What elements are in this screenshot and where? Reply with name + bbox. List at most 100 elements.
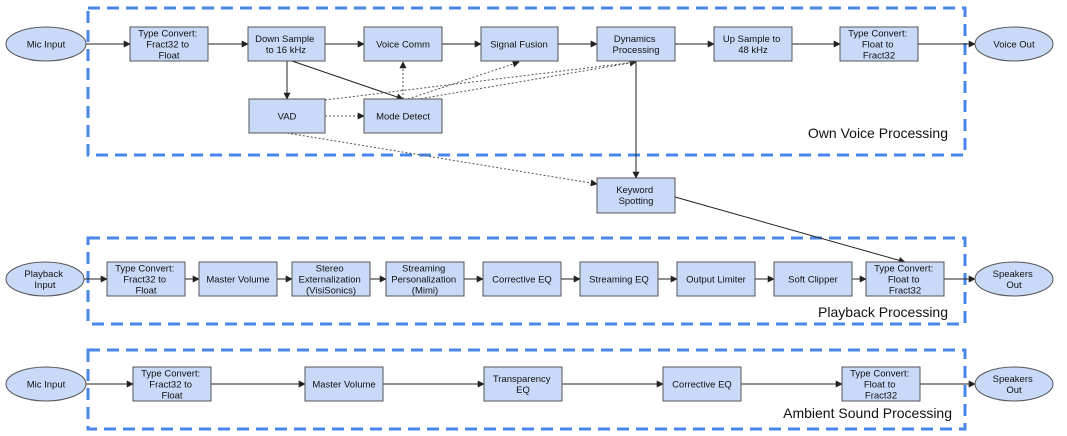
node-soft-clipper: Soft Clipper bbox=[773, 261, 853, 297]
node-playback-corrective-eq: Corrective EQ bbox=[482, 261, 562, 297]
node-pb-speakers-line-2: Out bbox=[1006, 280, 1022, 291]
svg-text:Dynamics Processing: Dynamics Processing bbox=[613, 34, 660, 56]
node-amb-speakers-line-2: Out bbox=[1006, 385, 1022, 396]
svg-text:Type Convert: Float to: Type Convert: Float to Fract32 bbox=[874, 264, 936, 297]
node-dynamics-line-1: Dynamics bbox=[614, 34, 656, 45]
node-ambient-speakers-out: Speakers Out bbox=[974, 366, 1054, 402]
node-playback-type-convert-out: Type Convert: Float to Fract32 bbox=[865, 261, 945, 297]
svg-text:Type Convert: Fract32 to: Type Convert: Fract32 to Float bbox=[141, 369, 203, 402]
node-amb-convert-in-line-1: Type Convert: bbox=[141, 369, 200, 380]
svg-text:Stereo Externalization: Stereo Externalization (VisiSonics) bbox=[299, 264, 364, 297]
own-voice-group bbox=[86, 6, 967, 157]
node-mode-detect: Mode Detect bbox=[363, 98, 443, 134]
edge-downsample-to-modedetect bbox=[291, 60, 404, 101]
svg-text:VAD: VAD bbox=[278, 112, 297, 123]
node-signal-fusion-label: Signal Fusion bbox=[490, 40, 548, 51]
node-pb-master-volume-label: Master Volume bbox=[206, 275, 269, 286]
node-down-sample-line-2: to 16 kHz bbox=[266, 45, 306, 56]
node-streaming-personalization: Streaming Personalization (Mimi) bbox=[385, 261, 465, 297]
node-amb-corrective-eq-label: Corrective EQ bbox=[672, 380, 732, 391]
edge-keyword-to-playback-convert bbox=[674, 196, 906, 264]
node-up-sample: Up Sample to 48 kHz bbox=[713, 26, 793, 62]
svg-text:Mic Input: Mic Input bbox=[27, 40, 66, 51]
node-signal-fusion: Signal Fusion bbox=[480, 26, 559, 62]
node-up-sample-line-2: 48 kHz bbox=[738, 45, 768, 56]
svg-text:Playback Input: Playback Input bbox=[24, 269, 65, 291]
node-type-convert-in-line-1: Type Convert: bbox=[138, 29, 197, 40]
node-voice-comm: Voice Comm bbox=[363, 26, 443, 62]
node-amb-convert-out-line-1: Type Convert: bbox=[850, 369, 909, 380]
svg-text:Type Convert: Fract32 to: Type Convert: Fract32 to Float bbox=[115, 264, 177, 297]
playback-group-label: Playback Processing bbox=[818, 304, 948, 320]
svg-text:Master Volume: Master Volume bbox=[206, 275, 269, 286]
node-amb-convert-in-line-3: Float bbox=[161, 390, 182, 401]
node-stereo-externalization: Stereo Externalization (VisiSonics) bbox=[291, 261, 371, 297]
node-soft-clipper-label: Soft Clipper bbox=[788, 275, 838, 286]
node-ambient-corrective-eq: Corrective EQ bbox=[662, 366, 742, 402]
node-personalization-line-2: Personalization bbox=[391, 275, 456, 286]
node-transparency-eq: Transparency EQ bbox=[483, 366, 563, 402]
node-stereo-line-1: Stereo bbox=[316, 264, 344, 275]
svg-text:Signal Fusion: Signal Fusion bbox=[490, 40, 548, 51]
node-pb-speakers-line-1: Speakers bbox=[993, 269, 1033, 280]
node-voice-out: Voice Out bbox=[974, 26, 1054, 62]
node-ambient-master-volume: Master Volume bbox=[304, 366, 384, 402]
node-vad: VAD bbox=[248, 98, 326, 134]
node-personalization-line-3: (Mimi) bbox=[412, 285, 438, 296]
node-type-convert-in: Type Convert: Fract32 to Float bbox=[129, 26, 209, 62]
svg-text:Output Limiter: Output Limiter bbox=[686, 275, 746, 286]
svg-text:Speakers Out: Speakers Out bbox=[993, 269, 1036, 291]
node-type-convert-out: Type Convert: Float to Fract32 bbox=[839, 26, 919, 62]
svg-text:Corrective EQ: Corrective EQ bbox=[672, 380, 732, 391]
node-pb-convert-in-line-1: Type Convert: bbox=[115, 264, 174, 275]
node-transparency-line-1: Transparency bbox=[493, 374, 551, 385]
svg-text:Down Sample to 16 kHz: Down Sample to 16 kHz bbox=[255, 34, 317, 56]
svg-text:Type Convert: Float to: Type Convert: Float to Fract32 bbox=[848, 29, 910, 62]
node-stereo-line-2: Externalization bbox=[299, 275, 361, 286]
node-playback-type-convert-in: Type Convert: Fract32 to Float bbox=[106, 261, 186, 297]
svg-text:Type Convert: Fract32 to: Type Convert: Fract32 to Float bbox=[138, 29, 200, 62]
edges bbox=[66, 40, 976, 388]
node-amb-convert-out-line-2: Float to bbox=[864, 380, 896, 391]
node-amb-convert-out-line-3: Fract32 bbox=[865, 390, 897, 401]
ambient-group bbox=[86, 348, 967, 431]
ambient-group-label: Ambient Sound Processing bbox=[783, 405, 952, 421]
node-amb-convert-in-line-2: Fract32 to bbox=[149, 380, 192, 391]
node-streaming-eq: Streaming EQ bbox=[579, 261, 659, 297]
node-pb-convert-out-line-3: Fract32 bbox=[889, 285, 921, 296]
node-playback-input: Playback Input bbox=[5, 261, 85, 297]
svg-text:Up Sample to 48 kHz: Up Sample to 48 kHz bbox=[723, 34, 783, 56]
node-pb-convert-in-line-2: Fract32 to bbox=[123, 275, 166, 286]
node-mode-detect-label: Mode Detect bbox=[376, 112, 430, 123]
node-voice-comm-label: Voice Comm bbox=[376, 40, 430, 51]
node-playback-speakers-out: Speakers Out bbox=[974, 261, 1054, 297]
node-amb-master-volume-label: Master Volume bbox=[312, 380, 375, 391]
node-voice-out-label: Voice Out bbox=[993, 40, 1035, 51]
node-ambient-mic-input-label: Mic Input bbox=[27, 380, 66, 391]
node-playback-master-volume: Master Volume bbox=[198, 261, 278, 297]
svg-text:Voice Out: Voice Out bbox=[993, 40, 1035, 51]
svg-text:Soft Clipper: Soft Clipper bbox=[788, 275, 838, 286]
svg-text:Mode Detect: Mode Detect bbox=[376, 112, 430, 123]
node-down-sample-line-1: Down Sample bbox=[255, 34, 314, 45]
node-type-convert-out-line-3: Fract32 bbox=[863, 50, 895, 61]
playback-group bbox=[86, 236, 967, 326]
node-pb-corrective-eq-label: Corrective EQ bbox=[492, 275, 552, 286]
edge-vad-to-keyword bbox=[286, 132, 598, 187]
node-mic-input: Mic Input bbox=[5, 26, 87, 62]
own-voice-group-label: Own Voice Processing bbox=[808, 125, 948, 141]
node-mic-input-label: Mic Input bbox=[27, 40, 66, 51]
svg-text:Voice Comm: Voice Comm bbox=[376, 40, 430, 51]
svg-text:Master Volume: Master Volume bbox=[312, 380, 375, 391]
node-up-sample-line-1: Up Sample to bbox=[723, 34, 781, 45]
node-amb-speakers-line-1: Speakers bbox=[993, 374, 1033, 385]
node-output-limiter: Output Limiter bbox=[676, 261, 756, 297]
node-streaming-eq-label: Streaming EQ bbox=[589, 275, 649, 286]
node-type-convert-in-line-3: Float bbox=[158, 50, 179, 61]
edge-modedetect-to-dynamics bbox=[412, 59, 637, 101]
svg-text:Type Convert: Float to: Type Convert: Float to Fract32 bbox=[850, 369, 912, 402]
node-ambient-type-convert-out: Type Convert: Float to Fract32 bbox=[841, 366, 921, 402]
node-type-convert-out-line-2: Float to bbox=[862, 40, 894, 51]
svg-text:Speakers Out: Speakers Out bbox=[993, 374, 1036, 396]
node-dynamics-line-2: Processing bbox=[613, 45, 660, 56]
